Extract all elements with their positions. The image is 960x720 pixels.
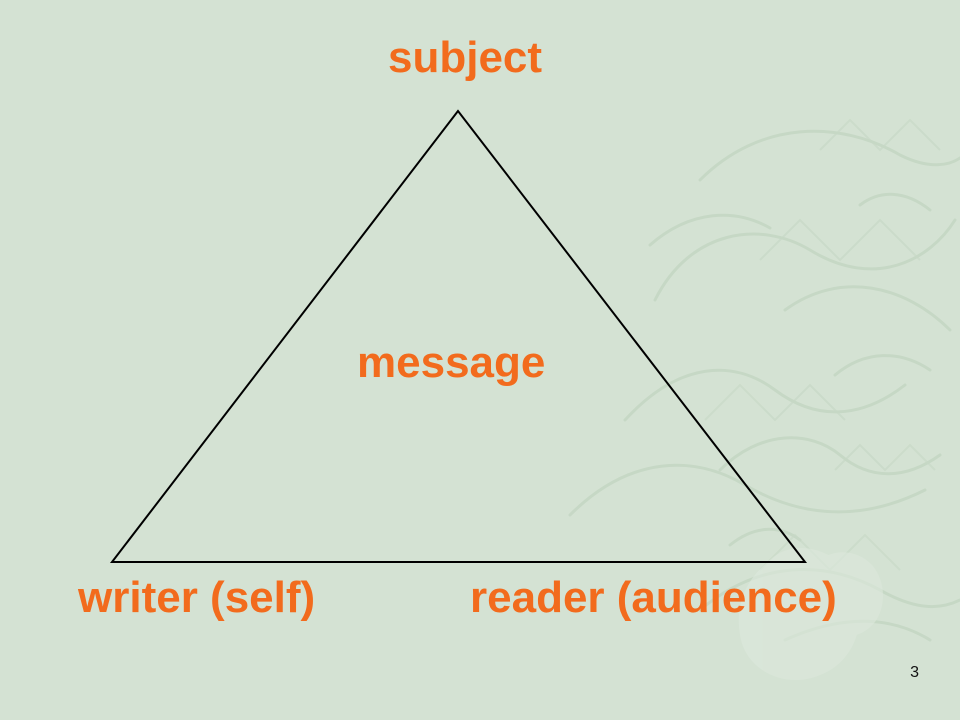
- message-label: message: [357, 338, 546, 387]
- writer-label: writer (self): [78, 573, 316, 622]
- reader-label: reader (audience): [470, 573, 837, 622]
- triangle-outline: [109, 109, 808, 563]
- subject-label: subject: [388, 33, 543, 82]
- page-number: 3: [910, 664, 919, 681]
